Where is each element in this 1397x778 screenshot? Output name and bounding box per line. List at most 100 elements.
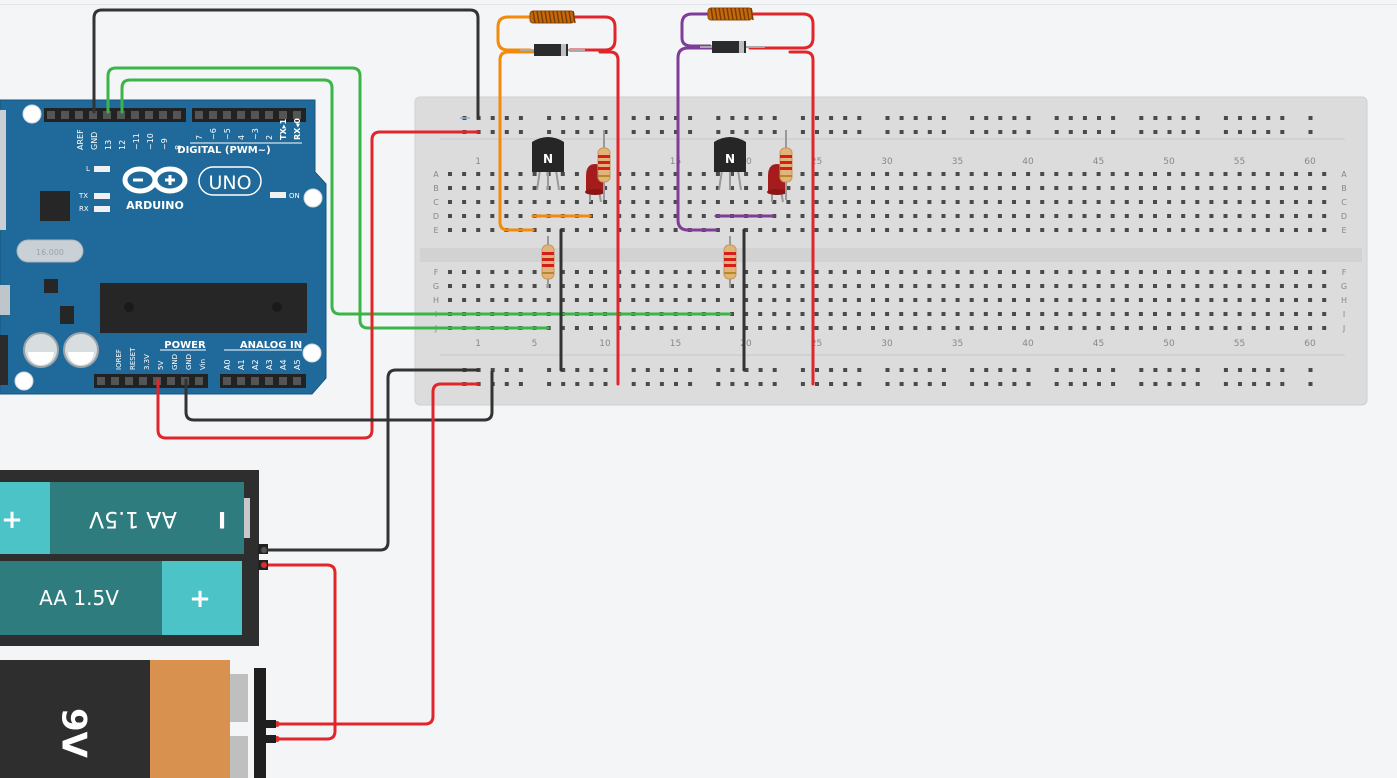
terminal-hole[interactable] — [1068, 312, 1073, 316]
terminal-hole[interactable] — [1265, 186, 1270, 190]
terminal-hole[interactable] — [1251, 312, 1256, 316]
rail-hole[interactable] — [674, 382, 678, 386]
terminal-hole[interactable] — [504, 200, 509, 204]
terminal-hole[interactable] — [997, 228, 1002, 232]
rail-hole[interactable] — [815, 368, 819, 372]
terminal-hole[interactable] — [462, 298, 467, 302]
rail-hole[interactable] — [843, 368, 848, 372]
rail-hole[interactable] — [829, 130, 834, 134]
terminal-hole[interactable] — [1138, 228, 1143, 232]
terminal-hole[interactable] — [871, 284, 875, 288]
rail-hole[interactable] — [984, 116, 989, 120]
wire-pin12[interactable] — [120, 78, 732, 316]
terminal-hole[interactable] — [659, 228, 664, 232]
rail-hole[interactable] — [1097, 130, 1101, 134]
terminal-hole[interactable] — [828, 284, 833, 288]
terminal-hole[interactable] — [842, 298, 847, 302]
rail-hole[interactable] — [659, 368, 664, 372]
terminal-hole[interactable] — [1138, 172, 1143, 176]
terminal-hole[interactable] — [885, 298, 890, 302]
terminal-hole[interactable] — [772, 298, 777, 302]
terminal-hole[interactable] — [899, 172, 904, 176]
rail-hole[interactable] — [970, 130, 975, 134]
rail-hole[interactable] — [800, 382, 805, 386]
terminal-hole[interactable] — [1082, 298, 1087, 302]
terminal-hole[interactable] — [913, 172, 918, 176]
terminal-hole[interactable] — [1279, 298, 1284, 302]
terminal-hole[interactable] — [1322, 270, 1327, 274]
terminal-hole[interactable] — [1265, 270, 1270, 274]
rail-hole[interactable] — [941, 368, 946, 372]
terminal-hole[interactable] — [842, 312, 847, 316]
terminal-hole[interactable] — [871, 186, 875, 190]
terminal-hole[interactable] — [814, 228, 819, 232]
terminal-hole[interactable] — [462, 214, 467, 218]
terminal-hole[interactable] — [1096, 200, 1101, 204]
terminal-hole[interactable] — [560, 172, 565, 176]
rail-hole[interactable] — [631, 368, 636, 372]
terminal-hole[interactable] — [1279, 228, 1284, 232]
terminal-hole[interactable] — [1195, 326, 1200, 330]
rail-hole[interactable] — [857, 130, 862, 134]
rail-hole[interactable] — [1139, 130, 1144, 134]
terminal-hole[interactable] — [997, 172, 1002, 176]
rail-hole[interactable] — [1195, 130, 1200, 134]
rail-hole[interactable] — [758, 130, 763, 134]
header-pin[interactable] — [265, 377, 273, 385]
terminal-hole[interactable] — [1124, 200, 1129, 204]
terminal-hole[interactable] — [1209, 270, 1214, 274]
terminal-hole[interactable] — [1181, 270, 1186, 274]
rail-hole[interactable] — [1266, 130, 1271, 134]
rail-hole[interactable] — [645, 382, 650, 386]
wire-pin13[interactable] — [106, 66, 550, 330]
header-pin[interactable] — [97, 377, 105, 385]
terminal-hole[interactable] — [1237, 186, 1242, 190]
terminal-hole[interactable] — [659, 172, 664, 176]
terminal-hole[interactable] — [518, 186, 523, 190]
terminal-hole[interactable] — [828, 312, 833, 316]
terminal-hole[interactable] — [899, 200, 904, 204]
rail-hole[interactable] — [674, 116, 678, 120]
terminal-hole[interactable] — [955, 326, 960, 330]
rail-hole[interactable] — [547, 382, 552, 386]
terminal-hole[interactable] — [687, 284, 692, 288]
rail-hole[interactable] — [899, 116, 904, 120]
terminal-hole[interactable] — [997, 298, 1002, 302]
terminal-hole[interactable] — [687, 270, 692, 274]
terminal-hole[interactable] — [983, 326, 988, 330]
terminal-hole[interactable] — [730, 298, 734, 302]
terminal-hole[interactable] — [645, 298, 650, 302]
rail-hole[interactable] — [1111, 130, 1116, 134]
terminal-hole[interactable] — [1026, 298, 1031, 302]
terminal-hole[interactable] — [574, 200, 579, 204]
rail-hole[interactable] — [913, 116, 918, 120]
terminal-hole[interactable] — [476, 270, 481, 274]
terminal-hole[interactable] — [1082, 228, 1087, 232]
terminal-hole[interactable] — [955, 228, 960, 232]
terminal-hole[interactable] — [1223, 270, 1228, 274]
terminal-hole[interactable] — [899, 312, 904, 316]
terminal-hole[interactable] — [1026, 228, 1031, 232]
header-pin[interactable] — [209, 111, 217, 119]
terminal-hole[interactable] — [1181, 284, 1186, 288]
terminal-hole[interactable] — [941, 172, 946, 176]
terminal-hole[interactable] — [1124, 270, 1129, 274]
terminal-hole[interactable] — [1181, 186, 1186, 190]
rail-hole[interactable] — [1068, 368, 1073, 372]
terminal-hole[interactable] — [1012, 326, 1016, 330]
rail-hole[interactable] — [984, 368, 989, 372]
rail-hole[interactable] — [1223, 130, 1228, 134]
terminal-hole[interactable] — [462, 172, 467, 176]
terminal-hole[interactable] — [786, 312, 791, 316]
rail-hole[interactable] — [1308, 368, 1313, 372]
terminal-hole[interactable] — [462, 284, 467, 288]
terminal-hole[interactable] — [927, 298, 932, 302]
terminal-hole[interactable] — [814, 172, 819, 176]
rail-hole[interactable] — [1252, 368, 1257, 372]
terminal-hole[interactable] — [673, 228, 678, 232]
terminal-hole[interactable] — [786, 270, 791, 274]
terminal-hole[interactable] — [997, 312, 1002, 316]
terminal-hole[interactable] — [1124, 298, 1129, 302]
terminal-hole[interactable] — [1195, 270, 1200, 274]
